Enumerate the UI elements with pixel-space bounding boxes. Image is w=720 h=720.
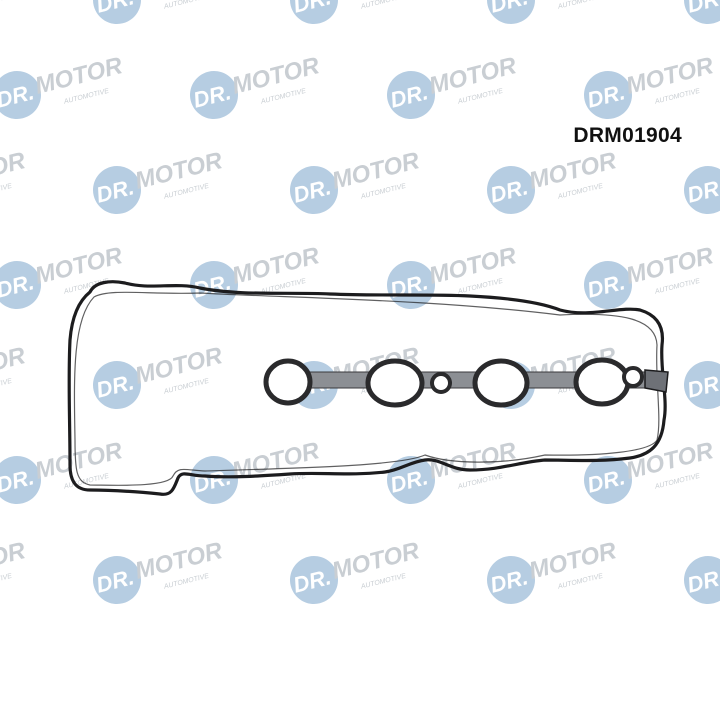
small-seal-ring (622, 366, 644, 388)
watermark-logo: DR. MOTOR AUTOMOTIVE (584, 52, 717, 119)
plug-seal-ring (263, 358, 313, 406)
small-seal-ring (430, 372, 452, 394)
spark-plug-gasket (263, 357, 669, 408)
watermark-logo: DR. MOTOR AUTOMOTIVE (684, 0, 720, 24)
valve-cover-gasket-inner (73, 291, 660, 486)
product-code: DRM01904 (573, 124, 682, 147)
watermark-logo: DR. MOTOR AUTOMOTIVE (684, 556, 720, 604)
watermark-logo: DR. MOTOR AUTOMOTIVE (684, 361, 720, 409)
gasket-tab (644, 369, 669, 393)
valve-cover-gasket (67, 280, 667, 496)
watermark-logo: DR. MOTOR AUTOMOTIVE (684, 166, 720, 214)
plug-seal-ring (573, 357, 631, 407)
plug-seal-ring (365, 358, 425, 408)
plug-seal-ring (472, 358, 530, 408)
